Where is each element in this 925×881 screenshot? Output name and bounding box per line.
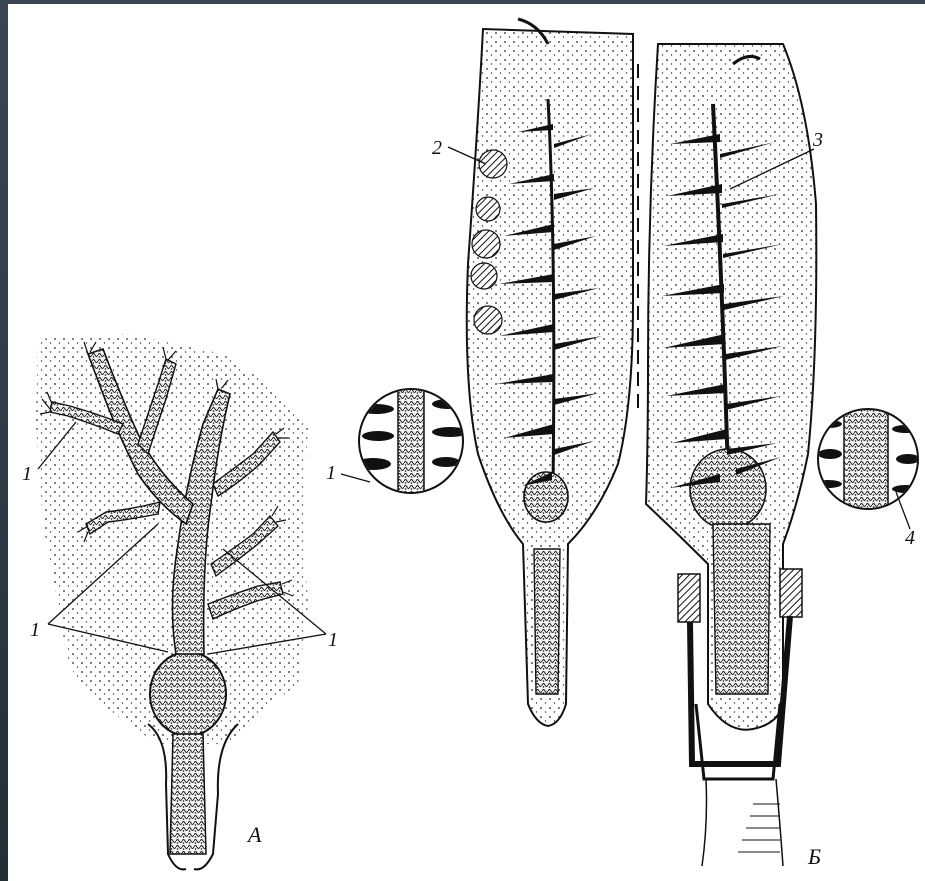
callout-a-left-bottom: 1 (30, 619, 40, 641)
callout-a-right-bottom: 1 (328, 629, 338, 651)
callout-inset-right: 4 (905, 527, 915, 549)
panel-b-label: Б (807, 844, 821, 869)
panel-a-stem (170, 734, 206, 854)
panel-a-illustration (36, 334, 326, 869)
panel-a-bulb (150, 652, 226, 736)
panel-a-label: А (246, 822, 262, 847)
callout-b-group: 2 (432, 137, 442, 159)
callout-b-branch: 3 (812, 129, 823, 151)
panel-b-right-organ (646, 44, 816, 866)
panel-b-left-organ (448, 19, 633, 726)
inset-right (814, 404, 920, 529)
callout-a-left-top: 1 (22, 463, 32, 485)
inset-left (341, 384, 468, 504)
callout-inset-left: 1 (326, 462, 336, 484)
illustration-canvas: 1 1 1 1 2 3 4 А Б (8, 4, 925, 881)
anatomical-drawing: 1 1 1 1 2 3 4 А Б (8, 4, 925, 881)
